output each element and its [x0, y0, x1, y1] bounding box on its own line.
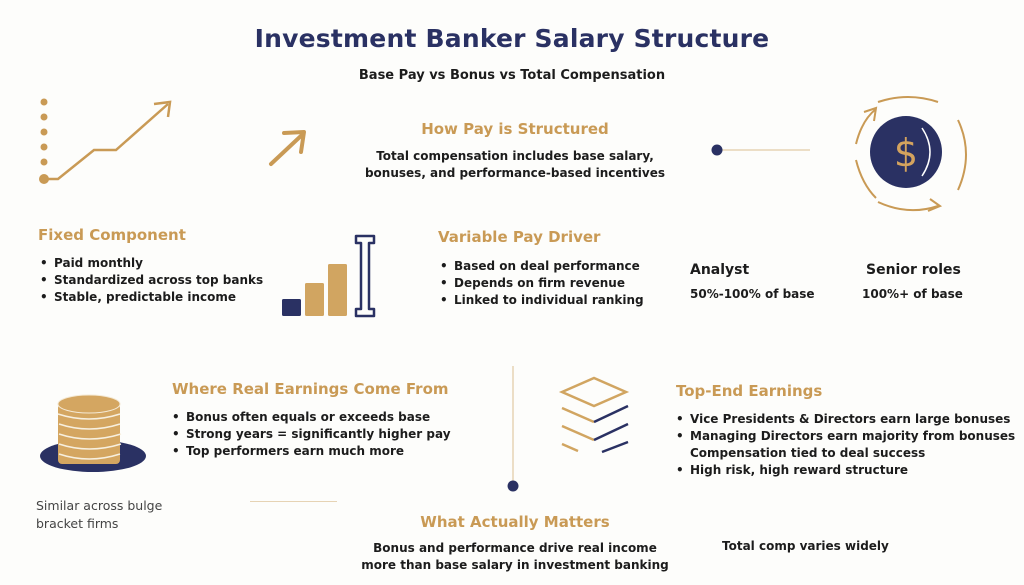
divider: [250, 501, 337, 502]
how-pay-line: Total compensation includes base salary,: [376, 149, 654, 163]
real-earnings-heading: Where Real Earnings Come From: [172, 380, 449, 398]
list-item: •Standardized across top banks: [40, 273, 264, 287]
real-earnings-list: •Bonus often equals or exceeds base •Str…: [172, 409, 451, 460]
list-item: •High risk, high reward structure: [676, 463, 909, 477]
list-item: •Based on deal performance: [440, 259, 640, 273]
connector-line: [710, 143, 815, 157]
how-pay-heading: How Pay is Structured: [421, 120, 609, 138]
list-item: •Vice Presidents & Directors earn large …: [676, 412, 1011, 426]
analyst-label: Analyst: [690, 262, 750, 278]
arrow-up-right-icon: [266, 128, 310, 168]
list-item: •Strong years = significantly higher pay: [172, 427, 451, 441]
side-note: Similar across bulge bracket firms: [36, 498, 163, 531]
list-item: •Paid monthly: [40, 256, 143, 270]
vertical-connector: [506, 366, 520, 494]
variable-pay-heading: Variable Pay Driver: [438, 228, 601, 246]
dollar-coin-cycle-icon: $: [838, 94, 974, 218]
total-comp-note: Total comp varies widely: [722, 539, 889, 553]
how-pay-description: Total compensation includes base salary,…: [340, 148, 690, 182]
top-end-earnings-list: •Vice Presidents & Directors earn large …: [676, 411, 1015, 479]
fixed-component-list: •Paid monthly •Standardized across top b…: [40, 255, 263, 306]
svg-text:$: $: [894, 131, 918, 175]
list-item: •Managing Directors earn majority from b…: [676, 429, 1016, 443]
senior-roles-label: Senior roles: [866, 262, 961, 278]
fixed-component-heading: Fixed Component: [38, 226, 186, 244]
analyst-range: 50%-100% of base: [690, 287, 815, 301]
page-subtitle: Base Pay vs Bonus vs Total Compensation: [358, 68, 666, 83]
bar-chart-icon: [280, 233, 380, 319]
list-item: •Linked to individual ranking: [440, 293, 644, 307]
list-item: •Stable, predictable income: [40, 290, 237, 304]
list-item: •Top performers earn much more: [172, 444, 405, 458]
what-matters-description: Bonus and performance drive real income …: [361, 541, 669, 572]
layers-stack-icon: [558, 374, 634, 454]
top-end-earnings-heading: Top-End Earnings: [676, 382, 823, 400]
variable-pay-list: •Based on deal performance •Depends on f…: [440, 258, 644, 309]
coin-stack-icon: [38, 392, 150, 476]
list-item: •Bonus often equals or exceeds base: [172, 410, 431, 424]
how-pay-line: bonuses, and performance-based incentive…: [364, 166, 666, 180]
what-matters-heading: What Actually Matters: [420, 513, 610, 531]
page-title: Investment Banker Salary Structure: [254, 24, 770, 53]
growth-line-chart-icon: [34, 96, 179, 192]
senior-roles-range: 100%+ of base: [862, 287, 963, 301]
list-item: Compensation tied to deal success: [690, 446, 926, 460]
list-item: •Depends on firm revenue: [440, 276, 625, 290]
